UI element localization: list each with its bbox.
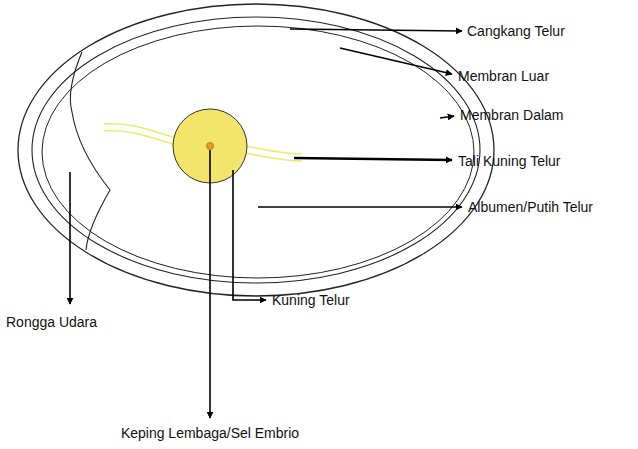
leader-line <box>290 29 462 31</box>
chalaza <box>245 153 302 161</box>
part-label: Rongga Udara <box>6 314 97 330</box>
part-label: Membran Dalam <box>460 107 563 123</box>
part-label: Keping Lembaga/Sel Embrio <box>121 425 299 441</box>
chalaza <box>104 131 176 145</box>
germinal-disc <box>207 143 214 150</box>
leader-line <box>209 150 211 418</box>
part-label: Cangkang Telur <box>467 23 565 39</box>
leader-line <box>340 48 452 74</box>
leader-line <box>294 158 452 160</box>
leader-line <box>258 206 462 208</box>
inner-membrane <box>42 26 474 278</box>
chalaza <box>245 146 302 154</box>
leader-line <box>440 116 454 118</box>
outer-membrane <box>32 17 480 283</box>
leader-lines <box>70 29 462 418</box>
part-label: Membran Luar <box>458 68 549 84</box>
part-label: Kuning Telur <box>272 292 350 308</box>
air-cell <box>70 52 110 250</box>
leader-line <box>233 170 266 300</box>
part-label: Albumen/Putih Telur <box>468 199 593 215</box>
leader-line <box>69 172 71 304</box>
egg-shell <box>18 4 494 296</box>
part-label: Tali Kuning Telur <box>458 153 560 169</box>
